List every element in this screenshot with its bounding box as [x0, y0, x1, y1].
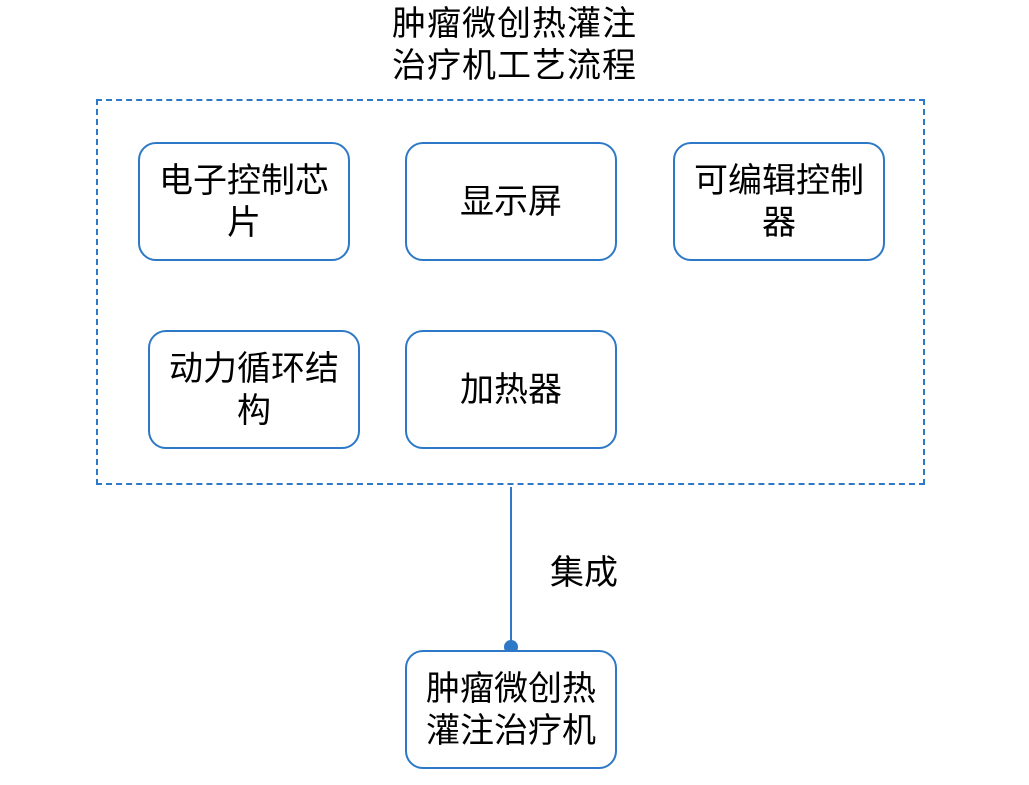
component-group-frame — [96, 99, 925, 485]
component-label: 电子控制芯片 — [159, 160, 329, 243]
component-box-display-screen: 显示屏 — [405, 142, 617, 261]
component-box-heater: 加热器 — [405, 330, 617, 449]
final-product-box: 肿瘤微创热灌注治疗机 — [405, 650, 617, 769]
component-box-power-circulation-structure: 动力循环结构 — [148, 330, 360, 449]
component-box-electronic-control-chip: 电子控制芯片 — [138, 142, 350, 261]
component-label: 可编辑控制器 — [694, 160, 864, 243]
component-label: 加热器 — [460, 369, 562, 410]
integration-connector-line — [510, 487, 512, 647]
diagram-title-line-2: 治疗机工艺流程 — [392, 46, 637, 86]
final-product-label: 肿瘤微创热灌注治疗机 — [426, 668, 596, 751]
component-box-programmable-controller: 可编辑控制器 — [673, 142, 885, 261]
diagram-title-line-1: 肿瘤微创热灌注 — [392, 4, 637, 44]
component-label: 动力循环结构 — [169, 348, 339, 431]
integration-label: 集成 — [550, 553, 618, 593]
component-label: 显示屏 — [460, 181, 562, 222]
